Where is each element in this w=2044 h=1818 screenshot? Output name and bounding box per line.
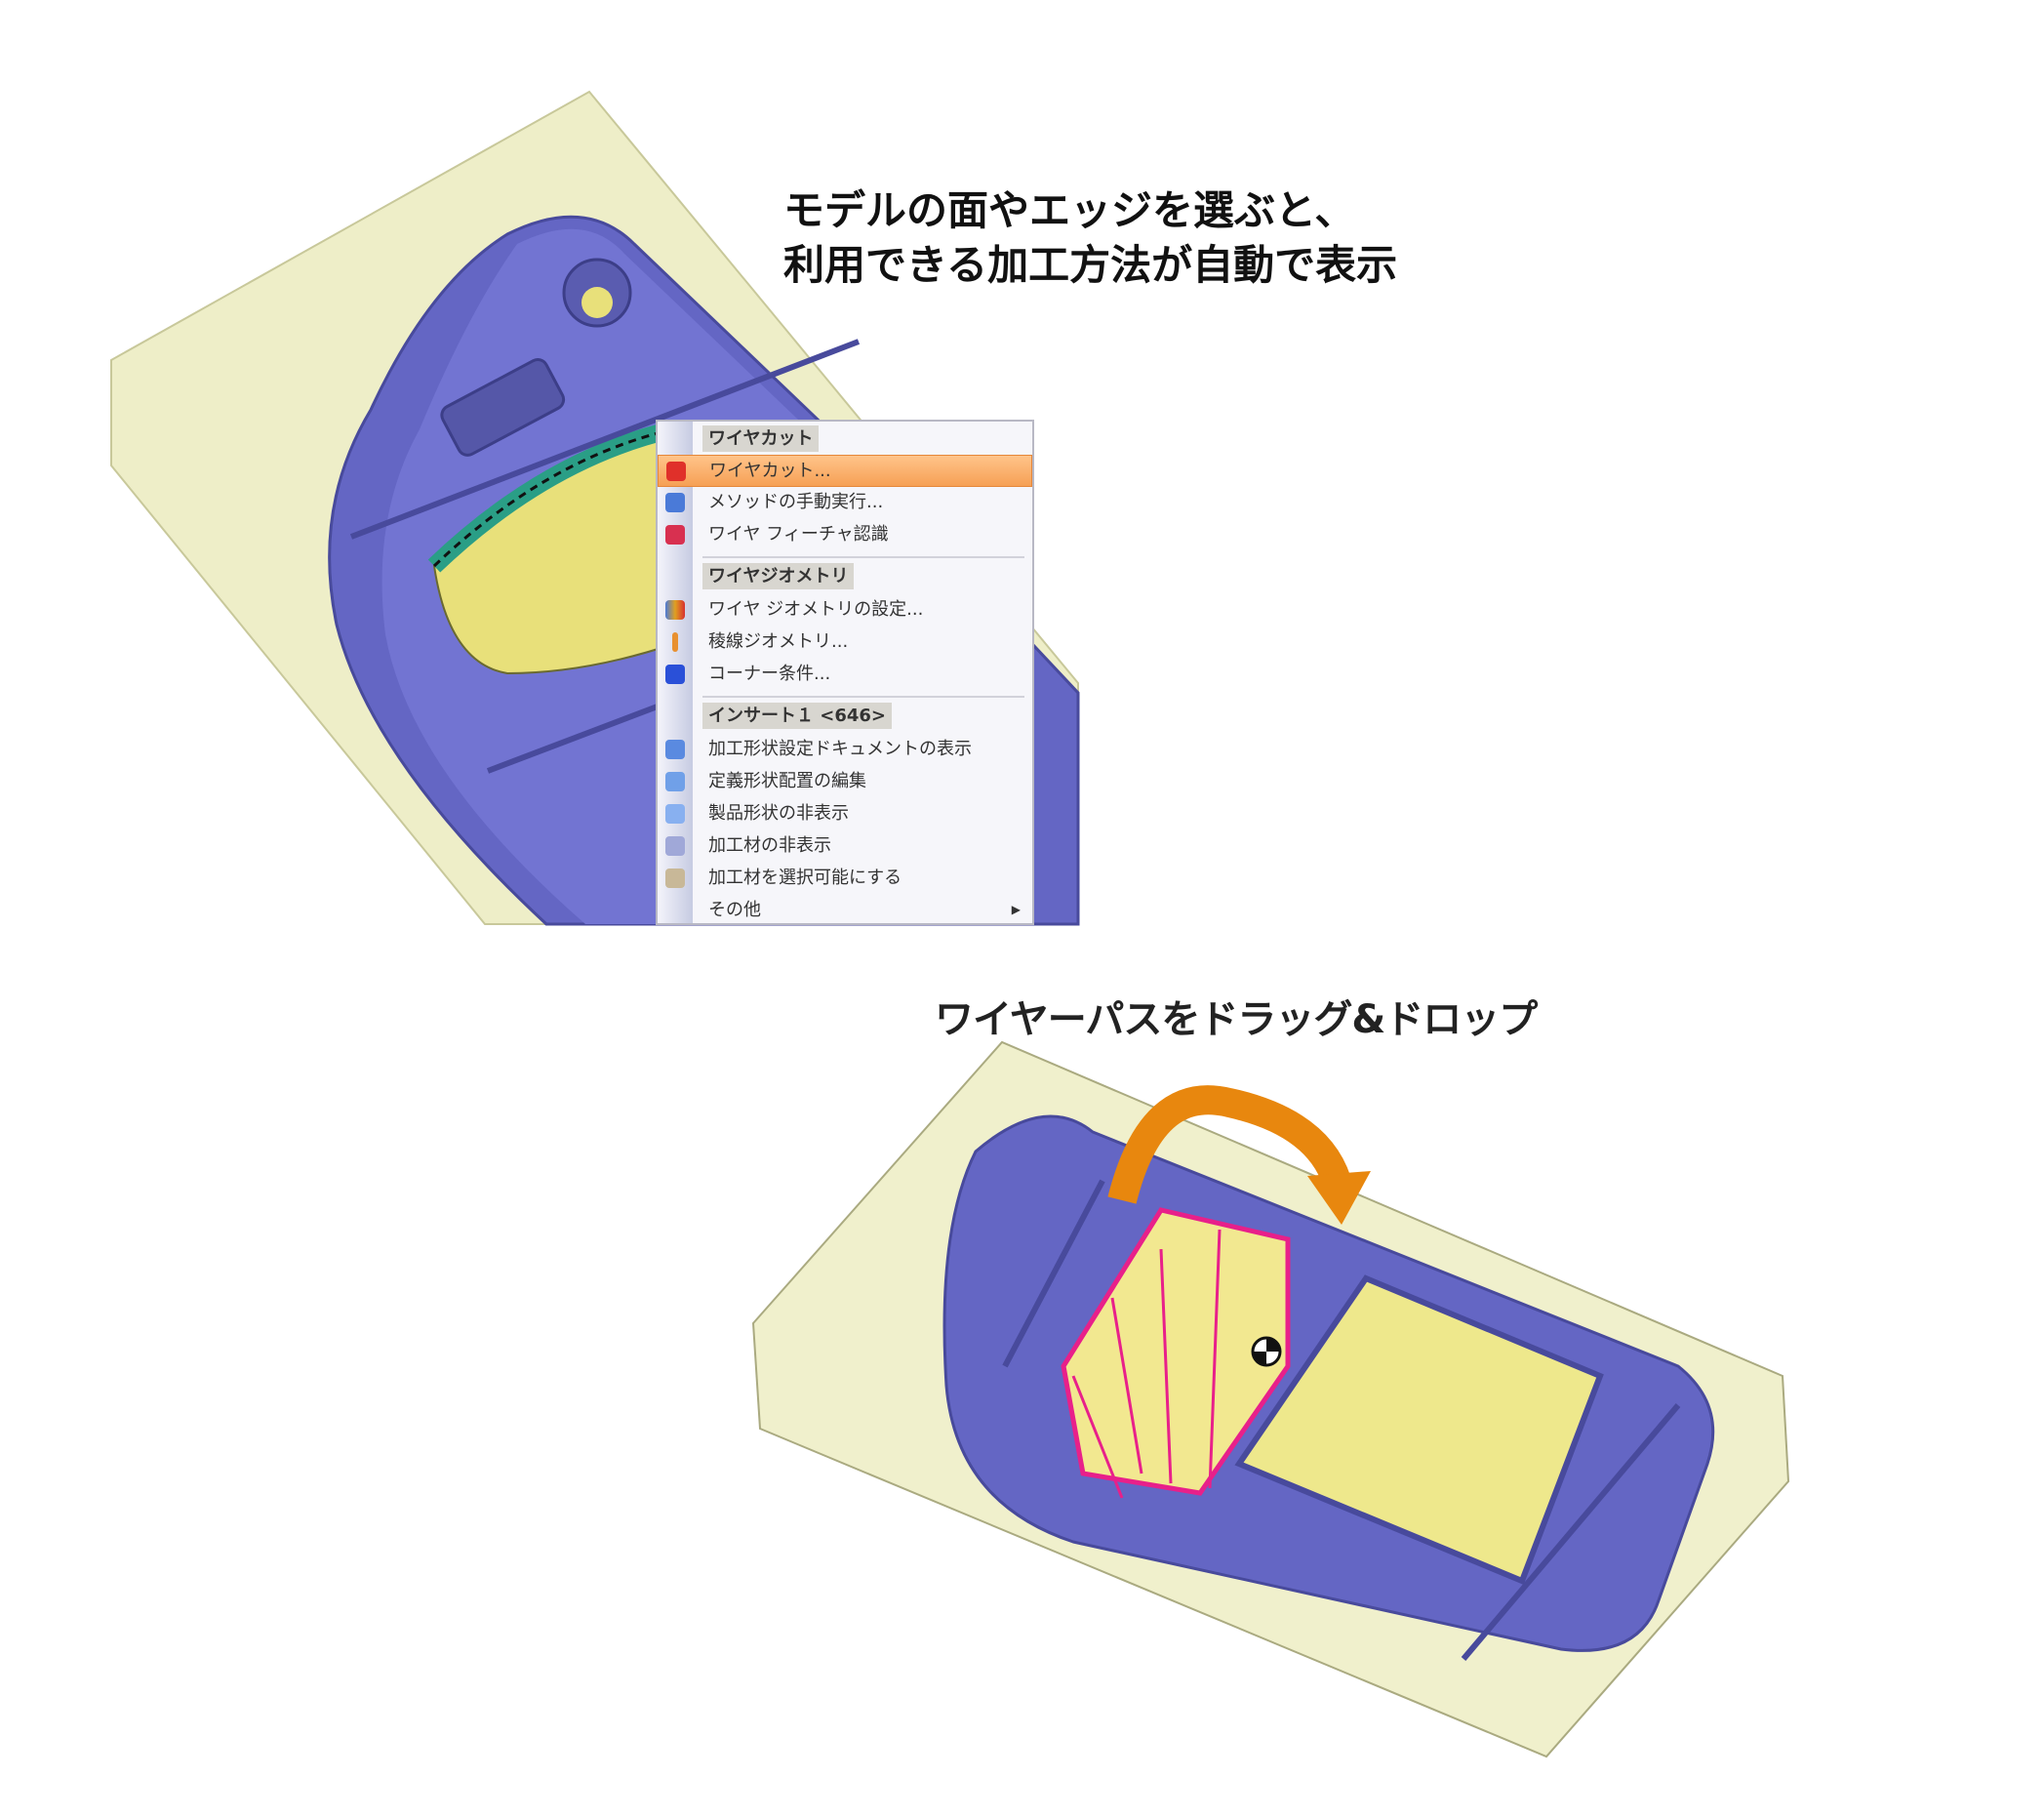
menu-item-feature-recognition[interactable]: ワイヤ フィーチャ認識 [658, 519, 1032, 549]
edit-icon [665, 772, 685, 791]
wire-cut-icon [666, 462, 686, 481]
menu-item-method-manual[interactable]: メソッドの手動実行... [658, 487, 1032, 517]
pocket-right [1234, 1274, 1604, 1585]
corner-icon [665, 665, 685, 684]
menu-item-edge-geometry[interactable]: 稜線ジオメトリ... [658, 626, 1032, 657]
bottom-model-view[interactable] [751, 1040, 1790, 1758]
geometry-icon [665, 600, 685, 620]
menu-item-hide-stock[interactable]: 加工材の非表示 [658, 830, 1032, 861]
selected-edge[interactable] [427, 421, 676, 573]
menu-item-make-stock-selectable[interactable]: 加工材を選択可能にする [658, 863, 1032, 893]
hide-stock-icon [665, 836, 685, 856]
context-menu: ワイヤカット ワイヤカット... メソッドの手動実行... ワイヤ フィーチャ認… [656, 420, 1034, 925]
document-icon [665, 740, 685, 759]
wire-path[interactable] [1061, 1207, 1291, 1496]
menu-item-edit-placement[interactable]: 定義形状配置の編集 [658, 766, 1032, 796]
menu-header-insert: インサート１ <646> [658, 701, 1032, 731]
menu-item-other[interactable]: その他▶ [658, 895, 1032, 923]
drag-drop-caption: ワイヤーパスをドラッグ&ドロップ [935, 997, 1538, 1042]
menu-item-wire-cut[interactable]: ワイヤカット... [658, 455, 1032, 487]
menu-header-wire-geometry: ワイヤジオメトリ [658, 561, 1032, 591]
submenu-arrow-icon: ▶ [1011, 903, 1021, 916]
feature-heading: モデルの面やエッジを選ぶと、 利用できる加工方法が自動で表示 [783, 183, 1397, 293]
slot-pocket [440, 358, 566, 457]
select-stock-icon [665, 869, 685, 888]
menu-separator [702, 696, 1024, 698]
drag-arrow-icon [1107, 1085, 1351, 1204]
menu-separator [702, 556, 1024, 558]
edge-geometry-icon [672, 632, 678, 652]
method-icon [665, 493, 685, 512]
menu-item-hide-product[interactable]: 製品形状の非表示 [658, 798, 1032, 828]
feature-recognition-icon [665, 525, 685, 545]
menu-item-geometry-settings[interactable]: ワイヤ ジオメトリの設定... [658, 594, 1032, 625]
hide-product-icon [665, 804, 685, 824]
menu-item-show-document[interactable]: 加工形状設定ドキュメントの表示 [658, 734, 1032, 764]
heading-line-1: モデルの面やエッジを選ぶと、 [783, 186, 1356, 234]
menu-header-wire-cut: ワイヤカット [658, 424, 1032, 454]
heading-line-2: 利用できる加工方法が自動で表示 [783, 241, 1398, 289]
menu-item-corner-conditions[interactable]: コーナー条件... [658, 659, 1032, 689]
